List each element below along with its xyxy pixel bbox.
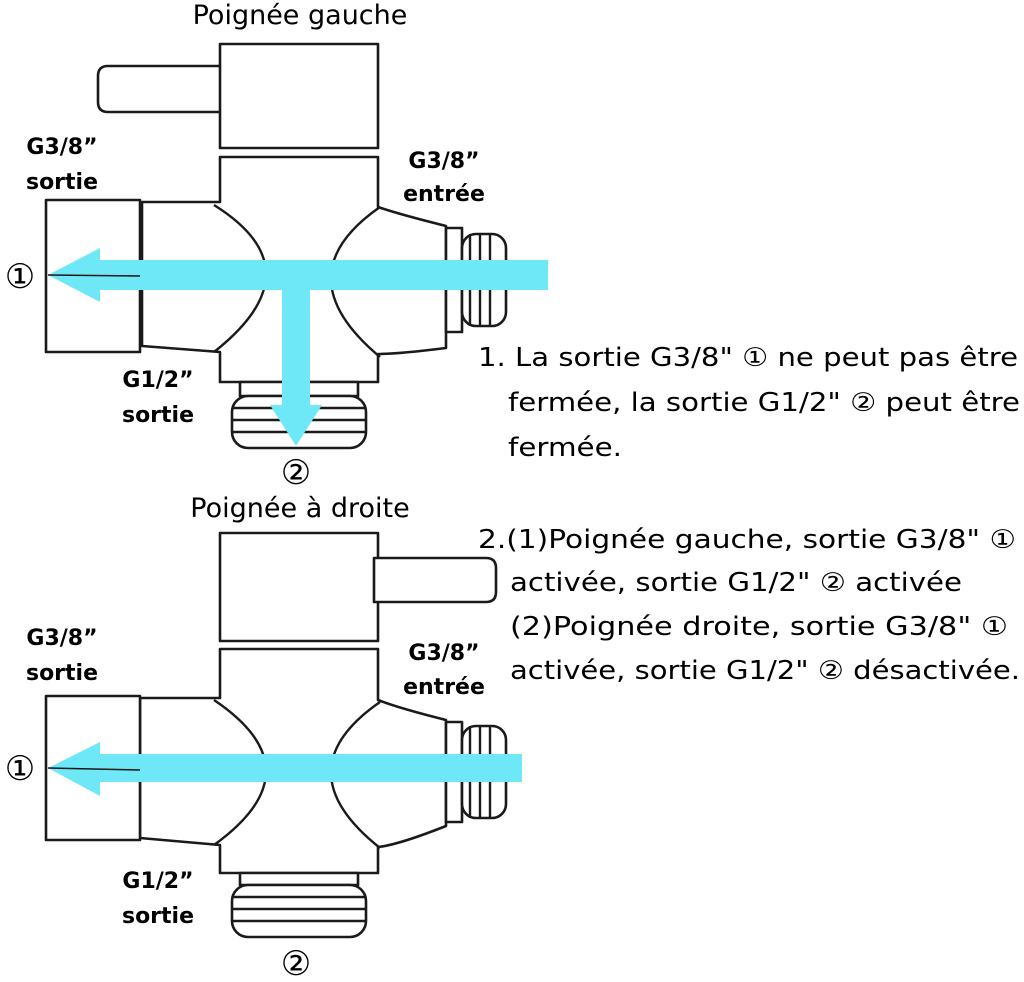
right-port-role: entrée: [403, 182, 485, 207]
bottom-port-size: G1/2”: [122, 368, 193, 393]
note-2-line-1: 2.(1)Poignée gauche, sortie G3/8" ①: [478, 525, 1016, 555]
flow-arrow-top: [47, 248, 548, 446]
note-2-line-2: activée, sortie G1/2" ② activée: [510, 568, 962, 598]
outlet-2-marker: ②: [281, 944, 311, 982]
note-1-line-2: fermée, la sortie G1/2" ② peut être: [508, 388, 1020, 418]
note-2: 2.(1)Poignée gauche, sortie G3/8" ① acti…: [478, 525, 1020, 686]
bottom-port-role: sortie: [122, 904, 194, 929]
right-port-role: entrée: [403, 675, 485, 700]
outlet-1-marker: ①: [5, 749, 35, 789]
note-1-line-3: fermée.: [508, 433, 622, 463]
left-port-size: G3/8”: [26, 135, 97, 160]
left-port-size: G3/8”: [26, 626, 97, 651]
valve-top: Poignée gauche: [5, 0, 548, 493]
right-port-size: G3/8”: [408, 149, 479, 174]
flow-arrow-bottom: [47, 742, 522, 796]
valve-bottom: Poignée à droite: [5, 493, 522, 982]
handle-lever-left: [96, 64, 224, 114]
note-2-line-3: (2)Poignée droite, sortie G3/8" ①: [510, 612, 1008, 642]
bottom-outlet-thread: [230, 871, 368, 939]
left-port-role: sortie: [26, 170, 98, 195]
handle-cap: [218, 42, 380, 150]
left-port-role: sortie: [26, 661, 98, 686]
bottom-port-role: sortie: [122, 403, 194, 428]
note-1-line-1: 1. La sortie G3/8" ① ne peut pas être: [478, 343, 1018, 373]
handle-cap: [218, 531, 380, 643]
valve-bottom-title: Poignée à droite: [190, 493, 409, 524]
outlet-2-marker: ②: [281, 453, 311, 493]
outlet-1-marker: ①: [5, 257, 35, 297]
bottom-port-size: G1/2”: [122, 869, 193, 894]
right-port-size: G3/8”: [408, 641, 479, 666]
handle-lever-right: [372, 556, 498, 604]
note-1: 1. La sortie G3/8" ① ne peut pas être fe…: [478, 343, 1020, 463]
note-2-line-4: activée, sortie G1/2" ② désactivée.: [510, 656, 1020, 686]
valve-top-title: Poignée gauche: [193, 0, 408, 31]
